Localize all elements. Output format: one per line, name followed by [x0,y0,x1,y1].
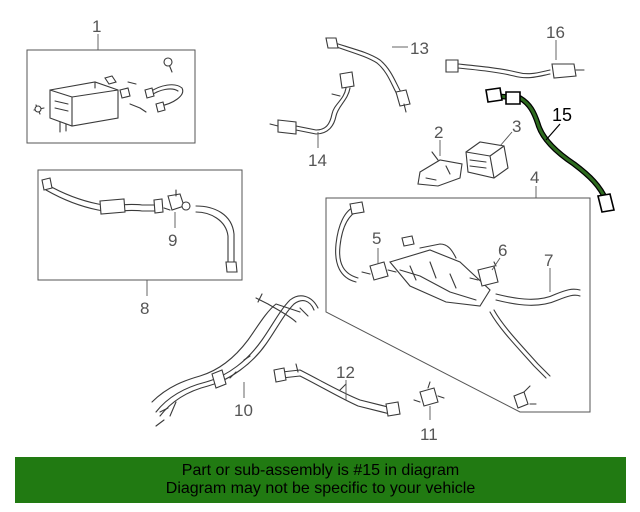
callout-8: 8 [140,299,149,318]
callout-1: 1 [92,17,101,36]
part-13-oxygen-sensor[interactable] [325,37,411,113]
part-15-oxygen-sensor-highlighted[interactable] [485,87,615,213]
info-banner: Part or sub-assembly is #15 in diagram D… [15,457,626,503]
callout-15: 15 [552,105,572,125]
callout-14: 14 [308,151,327,170]
callout-2: 2 [434,123,443,142]
part-15-highlight-stroke [494,94,608,202]
callout-7: 7 [544,251,553,270]
callout-4: 4 [530,168,539,187]
part-16-oxygen-sensor[interactable] [445,59,585,79]
callout-12: 12 [336,363,355,382]
part-12-pipe-bracket[interactable] [273,363,401,417]
callout-16: 16 [546,23,565,42]
part-2-bracket[interactable] [417,151,463,187]
parts-diagram: 1 9 8 13 14 [26,17,615,444]
callout-9: 9 [168,231,177,250]
callout-6: 6 [498,241,507,260]
part-14-oxygen-sensor[interactable] [269,71,355,135]
callout-13: 13 [410,39,429,58]
banner-line-1: Part or sub-assembly is #15 in diagram [181,462,460,479]
part-3-reservoir[interactable] [465,141,509,179]
callout-10: 10 [234,401,253,420]
part-8-hose-box[interactable] [37,169,243,281]
part-1-canister-box[interactable] [26,49,196,144]
callout-5: 5 [372,229,381,248]
callout-11: 11 [420,425,438,444]
banner-line-2: Diagram may not be specific to your vehi… [165,480,476,497]
part-11-valve[interactable] [413,381,445,407]
part-4-subassembly-box[interactable] [325,197,591,413]
part-10-hose-assembly[interactable] [151,293,319,427]
callout-3: 3 [512,117,521,136]
